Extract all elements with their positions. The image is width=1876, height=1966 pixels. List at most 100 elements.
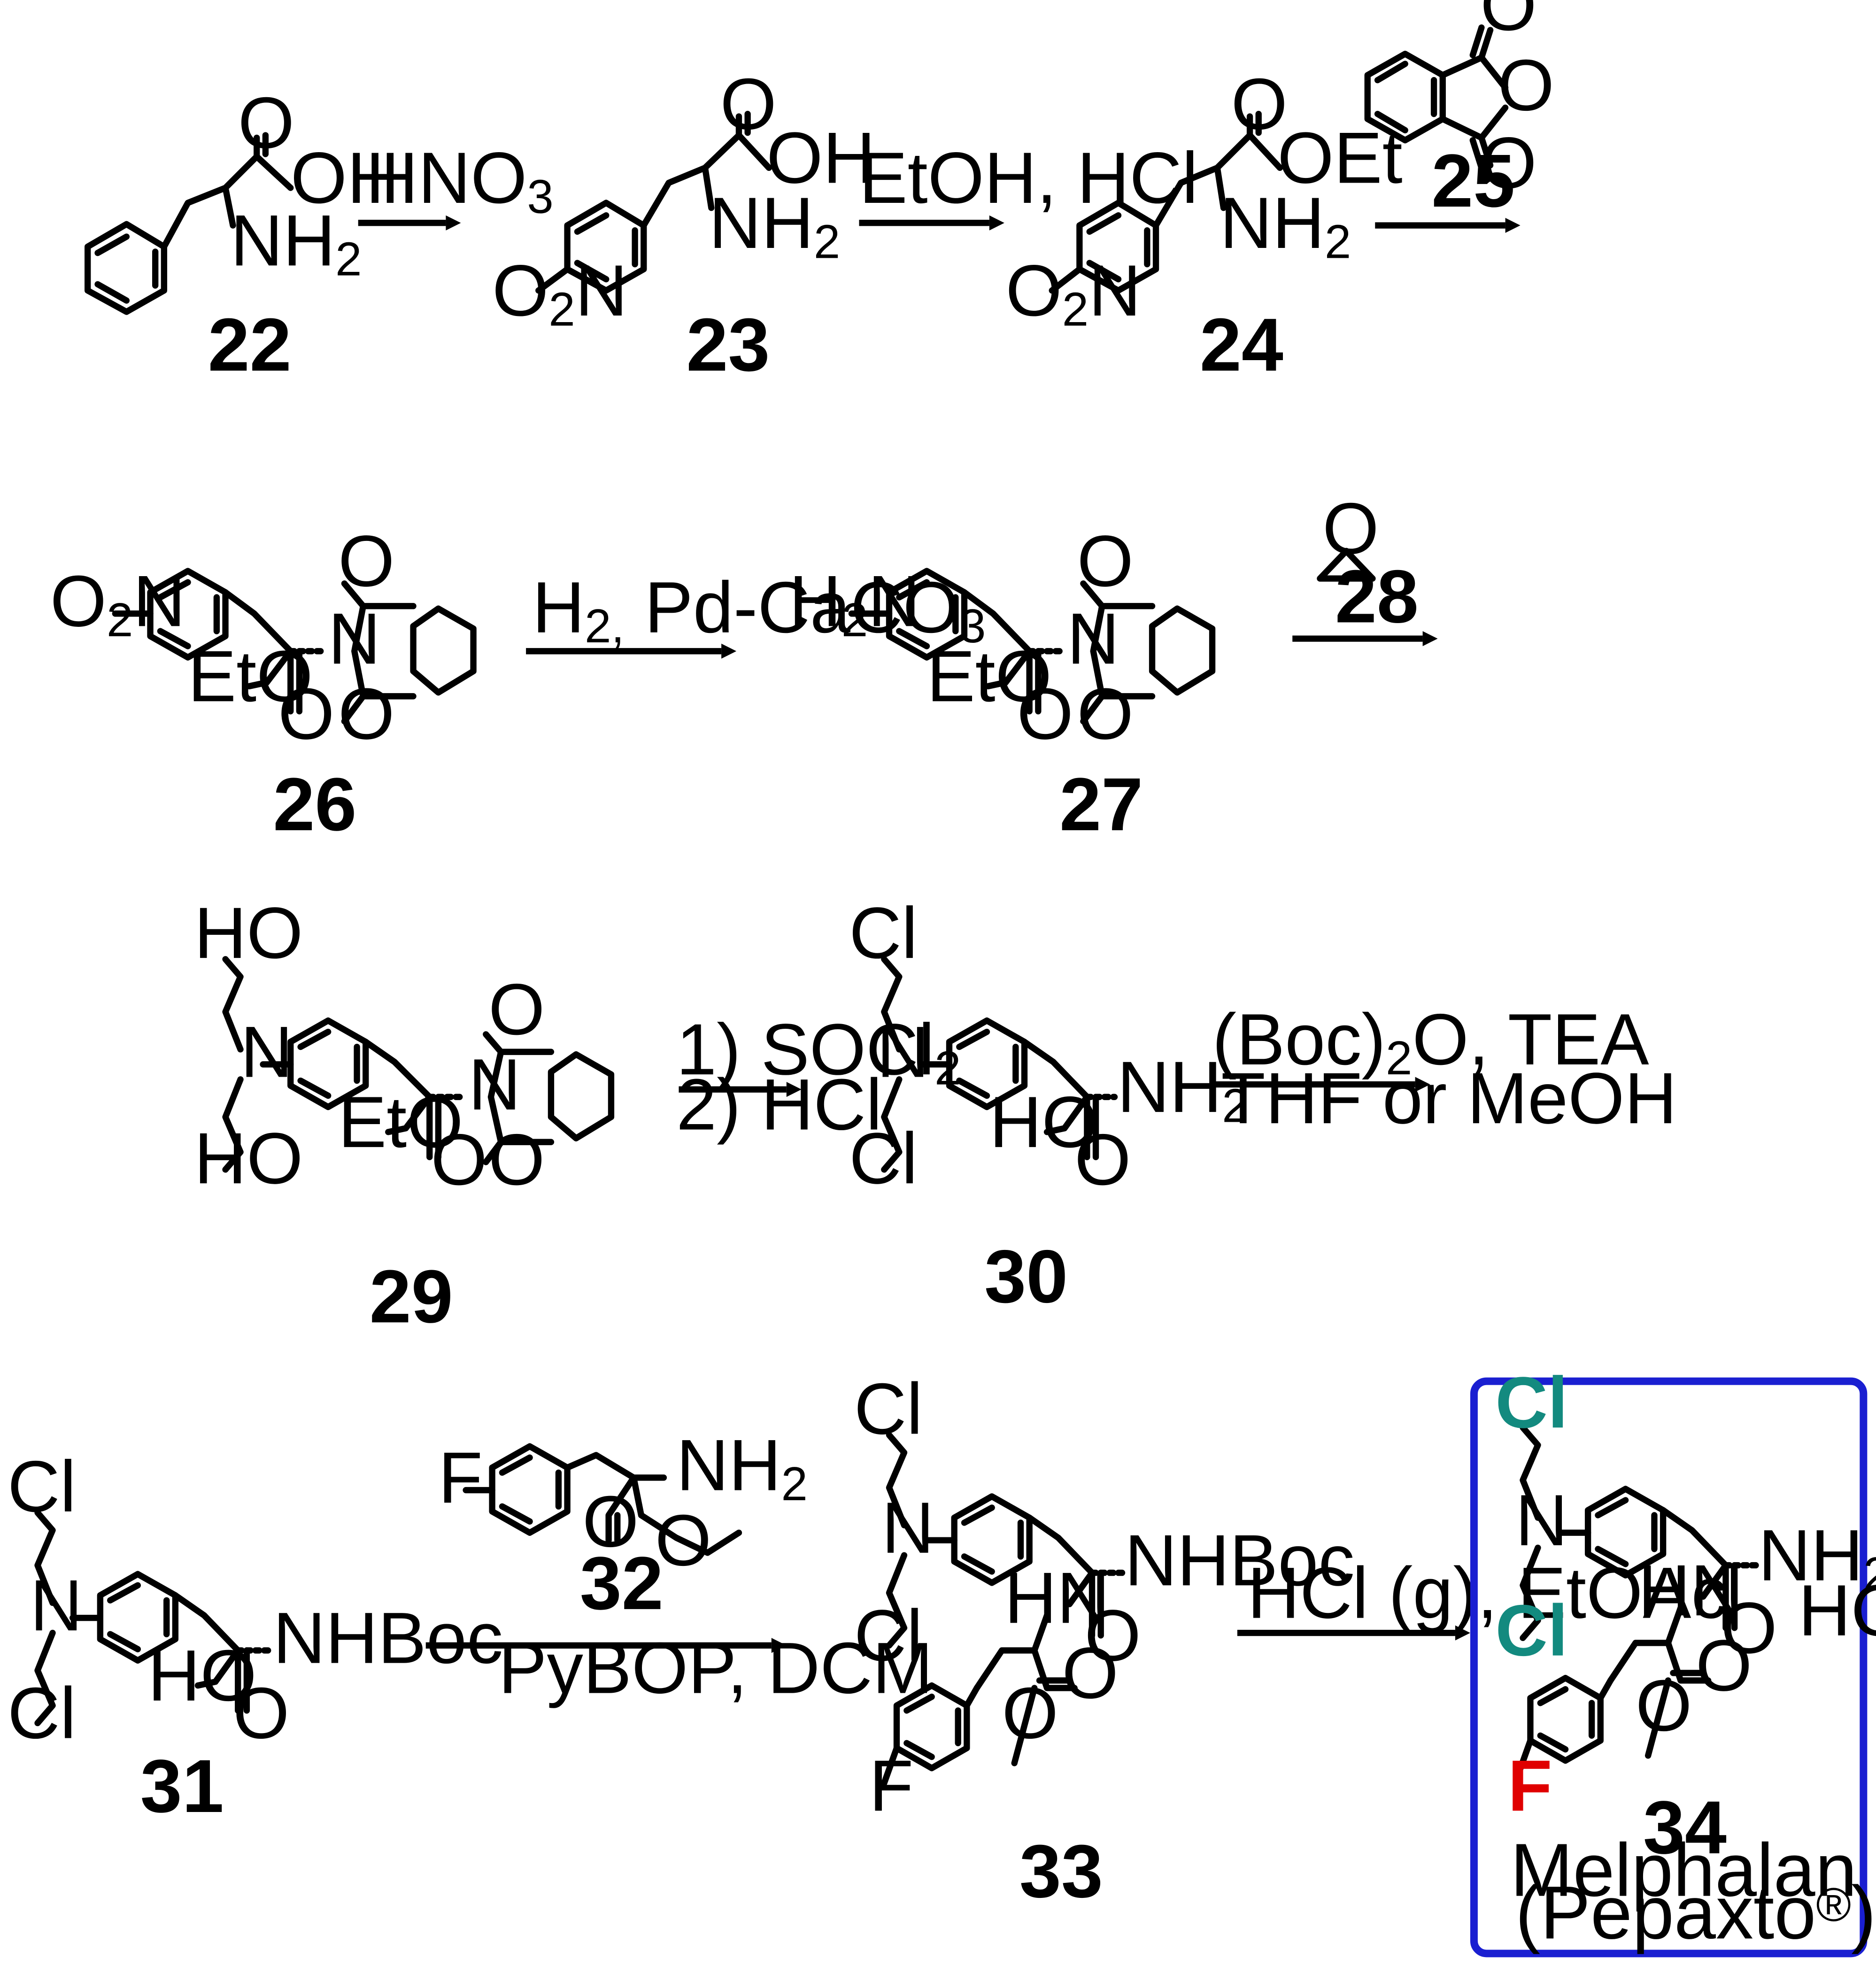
- oxygen-label: O: [338, 673, 394, 754]
- chlorine-label: Cl: [1495, 1362, 1568, 1443]
- compound-number-32: 32: [580, 1541, 664, 1625]
- nitrogen-label: N: [1067, 598, 1119, 679]
- chlorine-label: Cl: [849, 1118, 918, 1199]
- oxygen-label: O: [431, 1119, 487, 1200]
- chlorine-label: Cl: [849, 892, 918, 973]
- fluorine-label: F: [438, 1437, 482, 1518]
- oxygen-label: O: [1017, 673, 1073, 754]
- compound-23: O OH NH2 O2N 23: [492, 63, 875, 387]
- fluorine-label: F: [1508, 1745, 1552, 1826]
- reagent-boc2o-tea: (Boc)2O, TEA: [1212, 999, 1649, 1085]
- reagent-thf-meoh: THF or MeOH: [1221, 1057, 1677, 1139]
- ethoxy-label: OEt: [1277, 117, 1402, 198]
- hydroxyl-label: HO: [148, 1635, 257, 1716]
- compound-30: Cl N Cl NH2 HO O 30: [849, 892, 1248, 1318]
- oxygen-label: O: [1074, 1119, 1131, 1200]
- oxygen-label: O: [488, 969, 545, 1050]
- oxygen-label: O: [338, 520, 394, 601]
- oxygen-label: O: [1085, 1595, 1141, 1676]
- nitro-label: O2N: [50, 560, 185, 646]
- oxygen-label: O: [1721, 1587, 1777, 1668]
- aniline-label: H2N: [789, 560, 920, 646]
- compound-number-25: 25: [1431, 139, 1515, 223]
- compound-34-product-box: Cl N Cl NH2 HN O HCl O O F 34 Melphalan …: [1470, 1362, 1876, 1958]
- oxygen-label: O: [1062, 1632, 1119, 1713]
- nitrogen-label: N: [881, 1487, 934, 1568]
- reagent-hno3: HNO3: [366, 137, 554, 223]
- reagent-hcl: 2) HCl: [676, 1064, 882, 1145]
- oxygen-label: O: [278, 673, 334, 754]
- oxygen-label: O: [1231, 63, 1288, 145]
- amide-nh-label: HN: [1638, 1550, 1743, 1631]
- oxygen-label: O: [1002, 1673, 1058, 1754]
- amine-label: NH2: [1117, 1046, 1249, 1132]
- chlorine-label: Cl: [1495, 1590, 1568, 1671]
- oxygen-label: O: [1077, 520, 1134, 601]
- hydroxyl-label: HO: [989, 1081, 1098, 1163]
- compound-number-29: 29: [370, 1254, 453, 1338]
- nitrogen-label: N: [1515, 1480, 1568, 1561]
- oxygen-label: O: [1480, 122, 1536, 203]
- oxygen-label: O: [233, 1673, 289, 1754]
- oxygen-label: O: [1636, 1665, 1692, 1746]
- compound-31: Cl N Cl NHBoc HO O 31: [8, 1446, 503, 1828]
- reagent-etoh-hcl: EtOH, HCl: [859, 137, 1198, 218]
- chlorine-label: Cl: [854, 1595, 923, 1676]
- nhboc-label: NHBoc: [1125, 1519, 1355, 1601]
- compound-24: O OEt NH2 O2N 24: [1006, 63, 1403, 387]
- compound-number-27: 27: [1059, 762, 1143, 846]
- compound-26: O N O EtO O O2N 26: [50, 520, 477, 846]
- compound-25: O O O 25: [1364, 0, 1554, 223]
- oxygen-label: O: [1480, 0, 1536, 46]
- reagent-pybop-dcm: PyBOP, DCM: [498, 1627, 933, 1709]
- oxygen-label: O: [1322, 488, 1379, 569]
- oxygen-label: O: [655, 1500, 711, 1581]
- amine-label: NH2: [1220, 182, 1351, 268]
- nitrogen-label: N: [328, 598, 381, 679]
- compound-22: O OH NH2 22: [85, 82, 400, 386]
- oxygen-label: O: [238, 82, 294, 163]
- compound-33: Cl N Cl NHBoc HN O O O F 33: [854, 1368, 1355, 1913]
- compound-27: O N O EtO O H2N 27: [789, 520, 1216, 846]
- nitro-label: O2N: [492, 250, 627, 336]
- nhboc-label: NHBoc: [273, 1597, 503, 1679]
- amine-label: NH2: [709, 182, 840, 268]
- oxygen-label: O: [1696, 1625, 1752, 1706]
- compound-number-24: 24: [1200, 302, 1283, 386]
- product-highlight-box: [1470, 1377, 1868, 1958]
- hydroxyl-label: OH: [766, 117, 875, 198]
- product-brand: (Pepaxto®) as HCl salt: [1515, 1870, 1876, 1954]
- amine-label: NH2: [676, 1425, 808, 1511]
- compound-number-28: 28: [1335, 554, 1419, 638]
- compound-number-34: 34: [1643, 1785, 1727, 1869]
- hydroxyl-label: HO: [194, 1118, 303, 1199]
- nitro-label: O2N: [1006, 250, 1141, 336]
- chlorine-label: Cl: [8, 1446, 76, 1527]
- nitrogen-label: N: [468, 1044, 521, 1125]
- amine-label: NH2: [1758, 1515, 1876, 1601]
- oxygen-label: O: [720, 63, 776, 145]
- compound-number-33: 33: [1019, 1829, 1103, 1913]
- chlorine-label: Cl: [854, 1368, 923, 1449]
- hcl-salt-label: HCl: [1799, 1570, 1876, 1651]
- compound-28: O 28: [1317, 488, 1419, 638]
- compound-number-22: 22: [208, 302, 292, 386]
- chlorine-label: Cl: [8, 1673, 76, 1754]
- compound-29: HO N HO O N O EtO O 29: [194, 892, 615, 1338]
- amine-label: NH2: [231, 200, 362, 285]
- compound-32: F NH2 O O 32: [438, 1425, 807, 1625]
- ethoxy-label: EtO: [926, 635, 1051, 717]
- compound-number-26: 26: [273, 762, 356, 846]
- compound-number-31: 31: [140, 1744, 224, 1828]
- compound-number-30: 30: [984, 1234, 1068, 1318]
- hydroxyl-label: HO: [194, 892, 303, 973]
- nitrogen-label: N: [877, 1011, 929, 1093]
- ethoxy-label: EtO: [338, 1081, 463, 1163]
- nitrogen-label: N: [240, 1011, 293, 1093]
- nitrogen-label: N: [30, 1565, 83, 1646]
- oxygen-label: O: [582, 1481, 639, 1562]
- oxygen-label: O: [1498, 45, 1554, 126]
- compound-number-23: 23: [686, 302, 770, 386]
- hydroxyl-label: OH: [291, 137, 400, 218]
